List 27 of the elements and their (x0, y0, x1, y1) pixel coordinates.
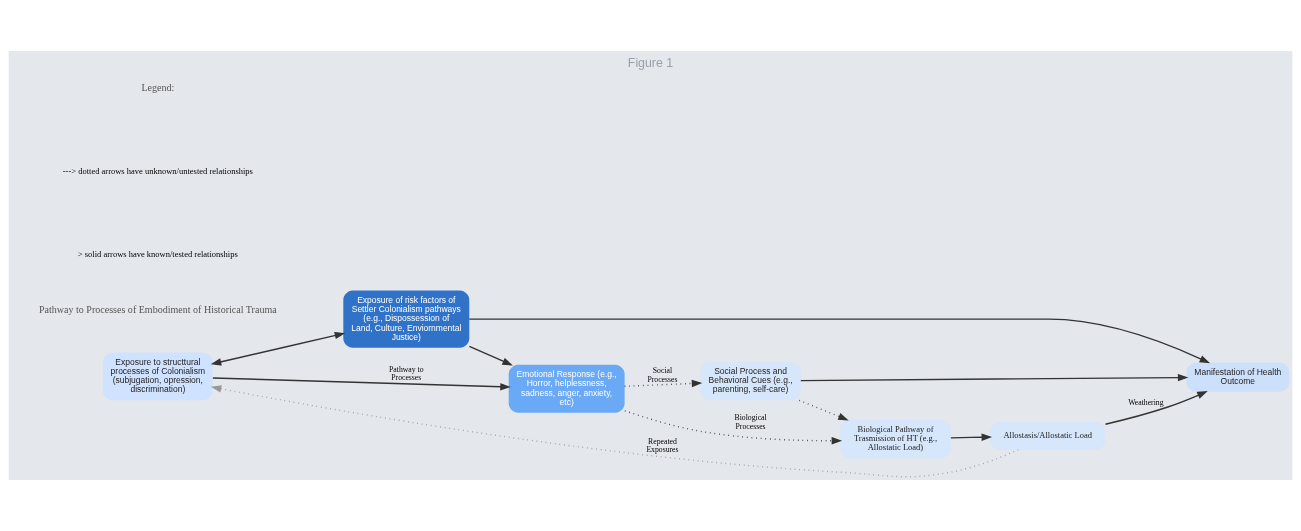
legend-label: ---> dotted arrows have unknown/untested relationships (62, 165, 253, 176)
edge-label: Pathway to Processes (389, 364, 424, 383)
node-box: Allostasis/Allostatic Load (990, 421, 1106, 450)
edge-label: Repeated Exposures (646, 436, 679, 455)
label: Legend: (141, 81, 175, 93)
node-box: Manifestation of Health Outcome (1186, 362, 1290, 392)
edge-label: Social Processes (647, 366, 678, 384)
node-box: Exposure to structtural processes of Colonialism (subjugation, opression, discrimination) (102, 352, 213, 401)
arrow (800, 373, 1189, 382)
node-box: Social Process and Behavioral Cues (e.g., parenting, self-care) (700, 361, 801, 401)
arrow (950, 433, 993, 441)
arrow (798, 399, 849, 421)
arrow (624, 410, 843, 445)
edge-label: Biological Processes (734, 413, 767, 431)
label: Pathway to Processes of Embodiment of Historical Trauma (39, 304, 277, 316)
arrow (1104, 391, 1208, 425)
arrow (212, 377, 511, 391)
arrow (210, 331, 346, 366)
diagram-title: Figure 1 (627, 56, 674, 71)
node-box: Exposure of risk factors of Settler Colonialism pathways (e.g., Dispossession of Land, Culture, Enviornmental Justice) (343, 290, 470, 348)
arrow (468, 345, 513, 366)
arrow (468, 318, 1211, 364)
legend-label: > solid arrows have known/tested relationships (77, 249, 238, 260)
node-box: Emotional Response (e.g., Horror, helplessness, sadness, anger, anxiety, etc) (508, 364, 625, 413)
node-box: Biological Pathway of Trasmission of HT (e.g., Allostatic Load) (840, 419, 951, 459)
arrow (210, 385, 1019, 478)
edge-label: Weathering (1128, 397, 1164, 407)
